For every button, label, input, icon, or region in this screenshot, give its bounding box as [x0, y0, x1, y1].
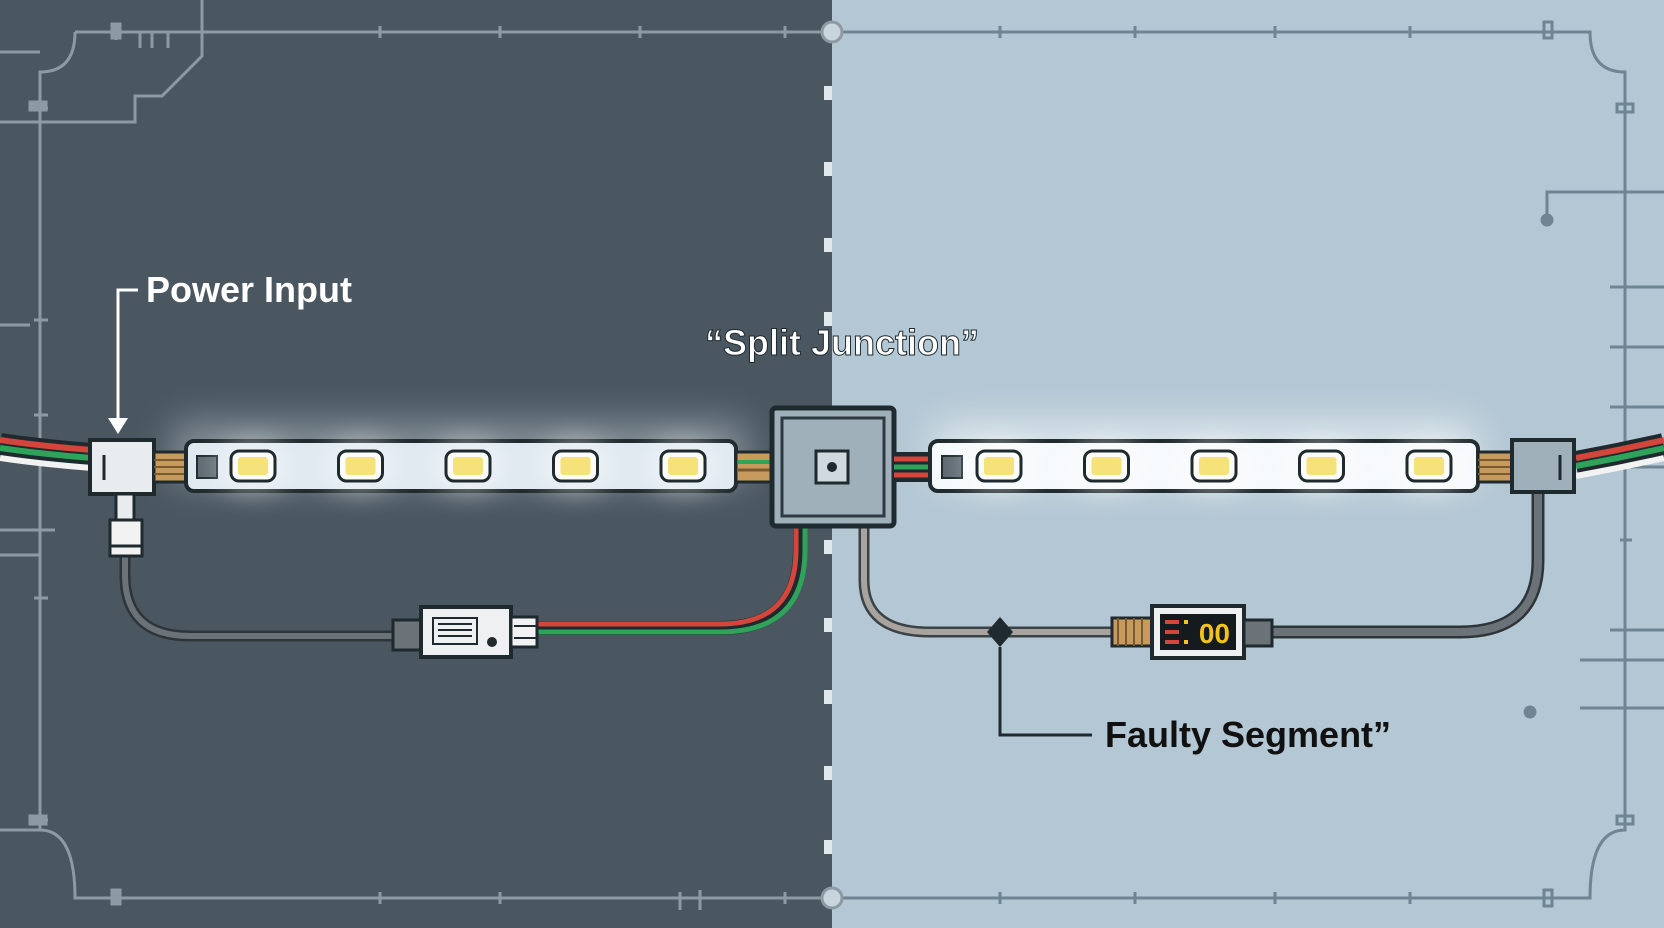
output-wires — [1573, 433, 1664, 479]
right-led-chip — [1414, 457, 1444, 475]
inline-module — [391, 605, 539, 659]
power-input-label: Power Input — [146, 269, 352, 310]
diamond-fault-marker-icon — [987, 617, 1013, 647]
junction-to-right-strip-wires — [894, 452, 932, 482]
power-input-callout: Power Input — [108, 269, 352, 434]
right-led-chip — [1306, 457, 1337, 475]
faulty-segment-marker — [987, 617, 1092, 737]
right-led-chip — [1199, 457, 1229, 475]
faulty-segment-label: Faulty Segment” — [1105, 714, 1391, 755]
chip-icon — [487, 637, 497, 647]
right-led-strip — [928, 439, 1480, 493]
left-led-chip — [668, 457, 698, 475]
input-wires — [0, 433, 93, 471]
controller-display-digits: 00 — [1199, 618, 1230, 649]
controller-module: 00 — [1110, 604, 1274, 660]
power-input-connector — [88, 438, 188, 558]
split-junction-box — [769, 405, 897, 529]
left-led-chip — [238, 457, 268, 475]
bottom-wiring — [119, 483, 1545, 642]
left-led-strip — [184, 439, 738, 493]
left-led-chip — [345, 457, 376, 475]
end-connector — [1476, 438, 1576, 494]
left-strip-to-junction-wires — [734, 450, 774, 484]
junction-return-wires — [527, 513, 808, 635]
split-junction-label: “Split Junction” — [705, 322, 979, 363]
right-led-chip — [1091, 457, 1122, 475]
left-led-chip — [560, 457, 591, 475]
left-led-chip — [453, 457, 483, 475]
right-led-chip — [984, 457, 1014, 475]
